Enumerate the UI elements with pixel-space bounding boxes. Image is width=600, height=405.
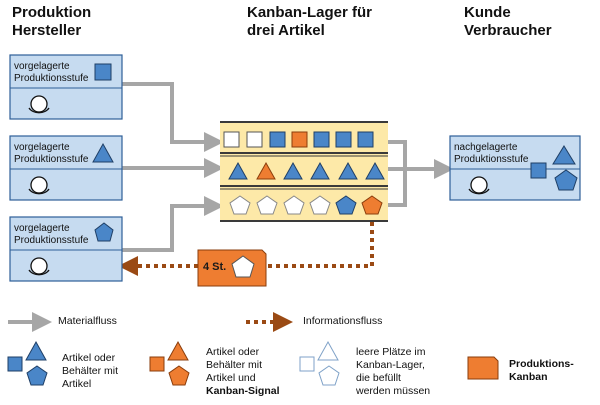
legend-graphics: [7, 312, 499, 386]
consumer-triangle-icon: [552, 145, 576, 165]
information-flow: [118, 222, 374, 276]
kanban-pentagon-icon: [231, 255, 255, 278]
empty-square-slot: [223, 131, 240, 148]
supplier1-square-icon: [94, 63, 112, 81]
blue-pentagon-item: [335, 195, 357, 215]
consumer-box: [449, 135, 581, 201]
flow-supplier1-to-row1: [122, 82, 224, 152]
orange-triangle-signal: [256, 161, 276, 180]
empty-pentagon-slot: [256, 195, 278, 215]
header-kanban-store: Kanban-Lager für drei Artikel: [247, 4, 372, 40]
material-flow-arrows: [122, 82, 454, 252]
header-customer-line1: Kunde: [464, 4, 511, 21]
blue-triangle-item: [228, 161, 248, 180]
kanban-card-quantity: 4 St.: [203, 261, 227, 273]
supplier2-worker-icon: [28, 176, 50, 195]
header-customer-line2: Verbraucher: [464, 22, 552, 39]
flow-row3-out: [388, 169, 407, 207]
blue-square-item: [357, 131, 374, 148]
empty-square-slot: [246, 131, 263, 148]
header-producer-line1: Produktion: [12, 4, 92, 21]
legend-full-items-label: Artikel oder Behälter mit Artikel: [62, 352, 119, 390]
shelf-row-triangles: [228, 161, 385, 180]
legend-kanban-card-icon: [467, 356, 499, 380]
blue-triangle-item: [283, 161, 303, 180]
supplier3-worker-icon: [28, 257, 50, 276]
consumer-square-icon: [530, 162, 547, 179]
supplier-box-1: [9, 54, 123, 120]
flow-row1-out: [388, 140, 407, 169]
blue-triangle-item: [310, 161, 330, 180]
blue-triangle-item: [338, 161, 358, 180]
consumer-label: nachgelagerte Produktionsstufe: [454, 142, 529, 165]
consumer-worker-icon: [468, 176, 490, 195]
legend-empty-slots-icon: [299, 340, 340, 386]
legend-full-items-icon: [7, 340, 48, 386]
legend-information-flow-label: Informationsfluss: [303, 315, 383, 327]
empty-pentagon-slot: [283, 195, 305, 215]
supplier2-label: vorgelagerte Produktionsstufe: [14, 142, 89, 165]
header-kanban-line2: drei Artikel: [247, 22, 325, 39]
legend-signal-items-icon: [149, 340, 190, 386]
legend-production-kanban-label: Produktions- Kanban: [509, 358, 574, 383]
shelf-row-squares: [223, 131, 374, 148]
empty-pentagon-slot: [229, 195, 251, 215]
supplier1-label: vorgelagerte Produktionsstufe: [14, 61, 89, 84]
blue-square-item: [335, 131, 352, 148]
supplier-box-3: [9, 216, 123, 282]
empty-pentagon-slot: [309, 195, 331, 215]
blue-square-item: [313, 131, 330, 148]
legend-material-flow-label: Materialfluss: [58, 315, 117, 327]
legend-signal-items-label: Artikel oder Behälter mit Artikel und Ka…: [206, 346, 280, 397]
kanban-shelf: [220, 121, 388, 222]
header-producer: Produktion Hersteller: [12, 4, 91, 40]
header-producer-line2: Hersteller: [12, 22, 82, 39]
supplier1-worker-icon: [28, 95, 50, 114]
consumer-pentagon-icon: [554, 169, 578, 191]
header-customer: Kunde Verbraucher: [464, 4, 552, 40]
header-kanban-line1: Kanban-Lager für: [247, 4, 373, 21]
flow-supplier3-to-row3: [122, 196, 224, 252]
supplier-box-2: [9, 135, 123, 201]
shelf-row-pentagons: [229, 195, 383, 215]
supplier2-triangle-icon: [92, 142, 114, 163]
info-flow-up: [266, 222, 374, 268]
supplier3-label: vorgelagerte Produktionsstufe: [14, 223, 89, 246]
orange-square-signal: [291, 131, 308, 148]
supplier3-pentagon-icon: [94, 222, 114, 242]
blue-triangle-item: [365, 161, 385, 180]
legend-empty-slots-label: leere Plätze im Kanban-Lager, die befüll…: [356, 346, 431, 397]
blue-square-item: [269, 131, 286, 148]
orange-pentagon-signal: [361, 195, 383, 215]
production-kanban-card: [197, 249, 267, 287]
